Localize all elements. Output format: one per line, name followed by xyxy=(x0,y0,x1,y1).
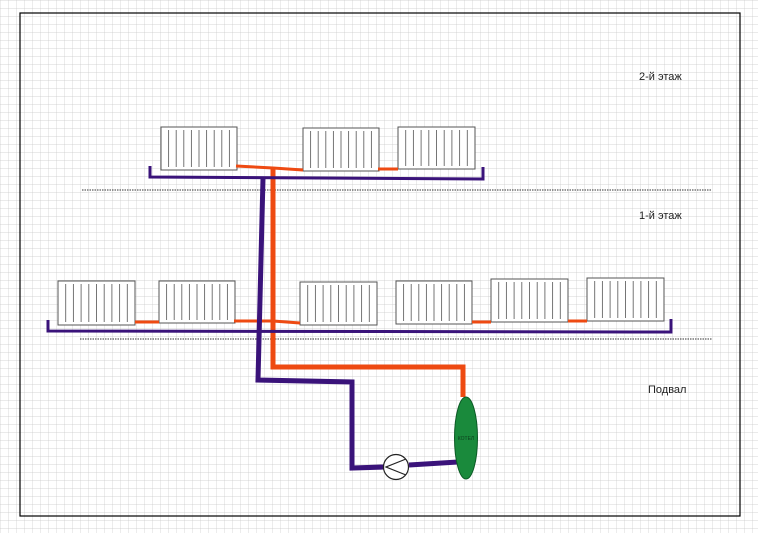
radiator-icon xyxy=(158,280,236,324)
supply-floor-1-b xyxy=(234,319,301,325)
radiator-icon xyxy=(586,277,665,322)
radiator-icon xyxy=(302,127,380,172)
drawing-frame xyxy=(19,12,741,517)
radiator-icon xyxy=(397,126,476,170)
return-main xyxy=(255,177,385,471)
return-floor-2 xyxy=(148,166,485,181)
supply-pipes xyxy=(135,164,587,397)
label-floor-1: 1-й этаж xyxy=(639,210,682,222)
return-pipes xyxy=(46,166,673,471)
radiator-icon xyxy=(395,280,473,325)
radiator-icon xyxy=(57,280,136,326)
supply-main-riser xyxy=(270,168,466,397)
boiler-label: КОТЕЛ xyxy=(458,436,474,442)
radiators xyxy=(57,126,665,326)
return-pump-to-boiler xyxy=(408,459,459,468)
label-basement: Подвал xyxy=(648,384,686,396)
radiator-icon xyxy=(490,278,569,323)
label-floor-2: 2-й этаж xyxy=(639,71,682,83)
return-floor-1 xyxy=(46,319,673,334)
pump-icon xyxy=(382,453,410,481)
supply-floor-2 xyxy=(235,164,304,172)
radiator-icon xyxy=(299,281,378,326)
radiator-icon xyxy=(160,126,238,171)
boiler-icon: КОТЕЛ xyxy=(454,396,478,480)
